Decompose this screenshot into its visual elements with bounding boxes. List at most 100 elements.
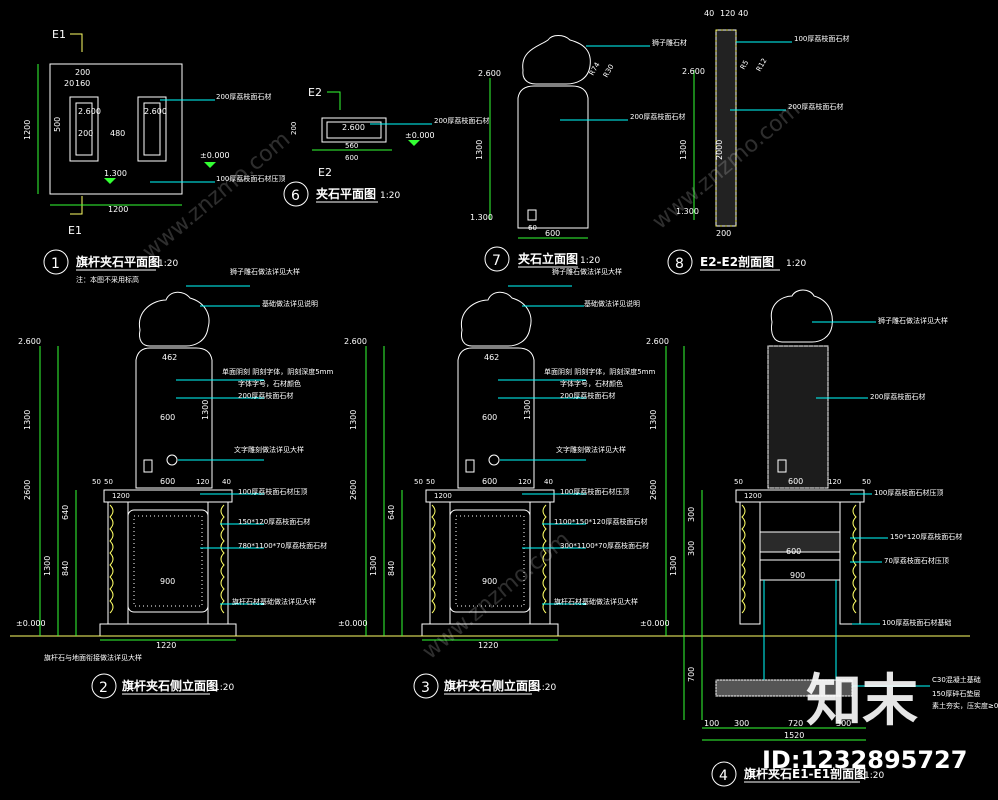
elev3-dim-900: 900: [482, 577, 497, 586]
pillar-carving-right-3: [542, 504, 547, 614]
view7-badge: [484, 246, 510, 272]
view3-scale: 1:20: [536, 683, 556, 693]
plan-dim-1200-h: 1200: [108, 205, 128, 214]
view7-num: 7: [492, 253, 501, 269]
clip-slot-4: [777, 459, 787, 473]
sect4-dim-1300b: 1300: [669, 556, 678, 576]
elev3-dim-640: 640: [387, 505, 396, 520]
e2-label-bottom: E2: [318, 166, 332, 179]
plan-note-2: 100厚荔枝面石材压顶: [216, 174, 285, 183]
pillar-carving-left-3: [431, 504, 436, 614]
plan-level-symbol-2: [204, 162, 216, 168]
clip-plan-ground: ±0.000: [405, 131, 435, 140]
elev2-dim-1220: 1220: [156, 641, 176, 650]
elev3-dim-1200: 1200: [434, 492, 452, 500]
clip7-dim-r30: R30: [602, 63, 616, 79]
elev3-level-ground: ±0.000: [338, 619, 368, 628]
clip-plan-note: 200厚荔枝面石材: [434, 116, 489, 125]
sect4-note-2: 200厚荔枝面石材: [870, 392, 925, 401]
elev3-dim-50a: 50: [414, 478, 423, 486]
elev2-note-6: 文字雕刻做法详见大样: [234, 445, 304, 454]
clip-plan-dim-200: 200: [290, 122, 298, 135]
elev2-dim-2600: 2600: [23, 480, 32, 500]
elev2-dim-1200: 1200: [112, 492, 130, 500]
base-2: [99, 623, 237, 637]
view6-title: 夹石平面图: [316, 186, 376, 201]
view2-scale: 1:20: [214, 683, 234, 693]
footing-hatch-4: [715, 679, 853, 697]
elev3-dim-600b: 600: [482, 477, 497, 486]
view8-title: E2-E2剖面图: [700, 254, 774, 269]
elev3-note-6: 文字雕刻做法详见大样: [556, 445, 626, 454]
elev2-dim-462: 462: [162, 353, 177, 362]
sect4-level-top: 2.600: [646, 337, 669, 346]
clip-plan-inner: [326, 121, 382, 139]
e1-label-bottom: E1: [68, 224, 82, 237]
sect4-note-5: 70厚荔枝面石材压顶: [884, 556, 949, 565]
elev2-level-ground: ±0.000: [16, 619, 46, 628]
elev3-dim-1300b: 1300: [369, 556, 378, 576]
elev3-note-5: 200厚荔枝面石材: [560, 391, 615, 400]
e2-stone-hatched: [715, 29, 737, 227]
elev3-dim-840: 840: [387, 561, 396, 576]
view2-num: 2: [99, 680, 108, 696]
elev2-note-5: 200厚荔枝面石材: [238, 391, 293, 400]
lion-carving-3: [460, 291, 532, 347]
pillar-carving-left-4: [741, 504, 746, 614]
view-e1-section: 1300 2600 1300 300 300 700 2.600 ±0.000 …: [640, 289, 998, 787]
view4-scale: 1:20: [864, 771, 884, 781]
e2-dim-2000: 2000: [715, 140, 724, 160]
plan-level-symbol: [104, 178, 116, 184]
e1-marker-top: [70, 33, 83, 52]
elev2-note-8: 150*120厚荔枝面石材: [238, 517, 310, 526]
view1-scale: 1:20: [158, 259, 178, 269]
sect4-dim-1520: 1520: [784, 731, 804, 740]
pillar-carving-right-4: [852, 504, 857, 614]
elev3-dim-1300c: 1300: [523, 400, 532, 420]
e2-dim-r5: R5: [739, 59, 751, 71]
clip7-note-1: 狮子雕石材: [652, 38, 687, 47]
elev2-level-top: 2.600: [18, 337, 41, 346]
sect4-note-4: 150*120厚荔枝面石材: [890, 532, 962, 541]
view2-title: 旗杆夹石侧立面图: [122, 678, 218, 693]
elev3-dim-462: 462: [484, 353, 499, 362]
view7-title: 夹石立面图: [518, 251, 578, 266]
clip7-dim-1300: 1300: [475, 140, 484, 160]
e2-dim-200: 200: [716, 229, 731, 238]
clip-section-hatch-4: [767, 345, 829, 489]
cap-stone-4: [735, 489, 865, 503]
view-plan: E1 E1 1200 1200 200 160 20 480 200 500 2…: [23, 28, 285, 284]
sect4-dim-50a: 50: [734, 478, 743, 486]
elev3-dim-2600: 2600: [349, 480, 358, 500]
elev3-level-top: 2.600: [344, 337, 367, 346]
elev3-dim-600a: 600: [482, 413, 497, 422]
plan-dim-480: 480: [110, 129, 125, 138]
e2-level-mid: 1.300: [676, 207, 699, 216]
cap-stone-3: [425, 489, 555, 503]
text-carving-mark-2: [166, 454, 178, 466]
e2-note-2: 200厚荔枝面石材: [788, 102, 843, 111]
clip-body-2: [135, 347, 213, 489]
plan-dim-160: 160: [75, 79, 90, 88]
view6-num: 6: [291, 188, 300, 204]
panel-3: [449, 509, 531, 613]
elev2-note-2: 基础做法详见说明: [262, 299, 318, 308]
clip-plan-level: 2.600: [342, 123, 365, 132]
plan-level-mid: 1.300: [104, 169, 127, 178]
watermark-id: ID:1232895727: [762, 746, 967, 774]
elev2-note-10: 旗杆石材基础做法详见大样: [232, 597, 316, 606]
e2-note-1: 100厚荔枝面石材: [794, 34, 849, 43]
view1-title: 旗杆夹石平面图: [76, 254, 160, 269]
sect4-dim-300r: 300: [836, 719, 851, 728]
watermark: www.znzmo.com www.znzmo.com www.znzmo.co…: [138, 97, 968, 774]
elev3-note-3: 单面阴刻 阴刻字体，阴刻深度5mm: [544, 367, 655, 376]
clip-plan-dim-600: 600: [345, 154, 358, 162]
view2-badge: [91, 673, 117, 699]
view7-scale: 1:20: [580, 256, 600, 266]
clip-plan-level-symbol: [408, 140, 420, 146]
elev3-dim-40: 40: [544, 478, 553, 486]
panel-2: [127, 509, 209, 613]
view-elevation-2: 1300 2600 1300 640 840 1300 2.600 ±0.000…: [10, 267, 333, 699]
sect4-note-8: 150厚碎石垫层: [932, 689, 980, 698]
